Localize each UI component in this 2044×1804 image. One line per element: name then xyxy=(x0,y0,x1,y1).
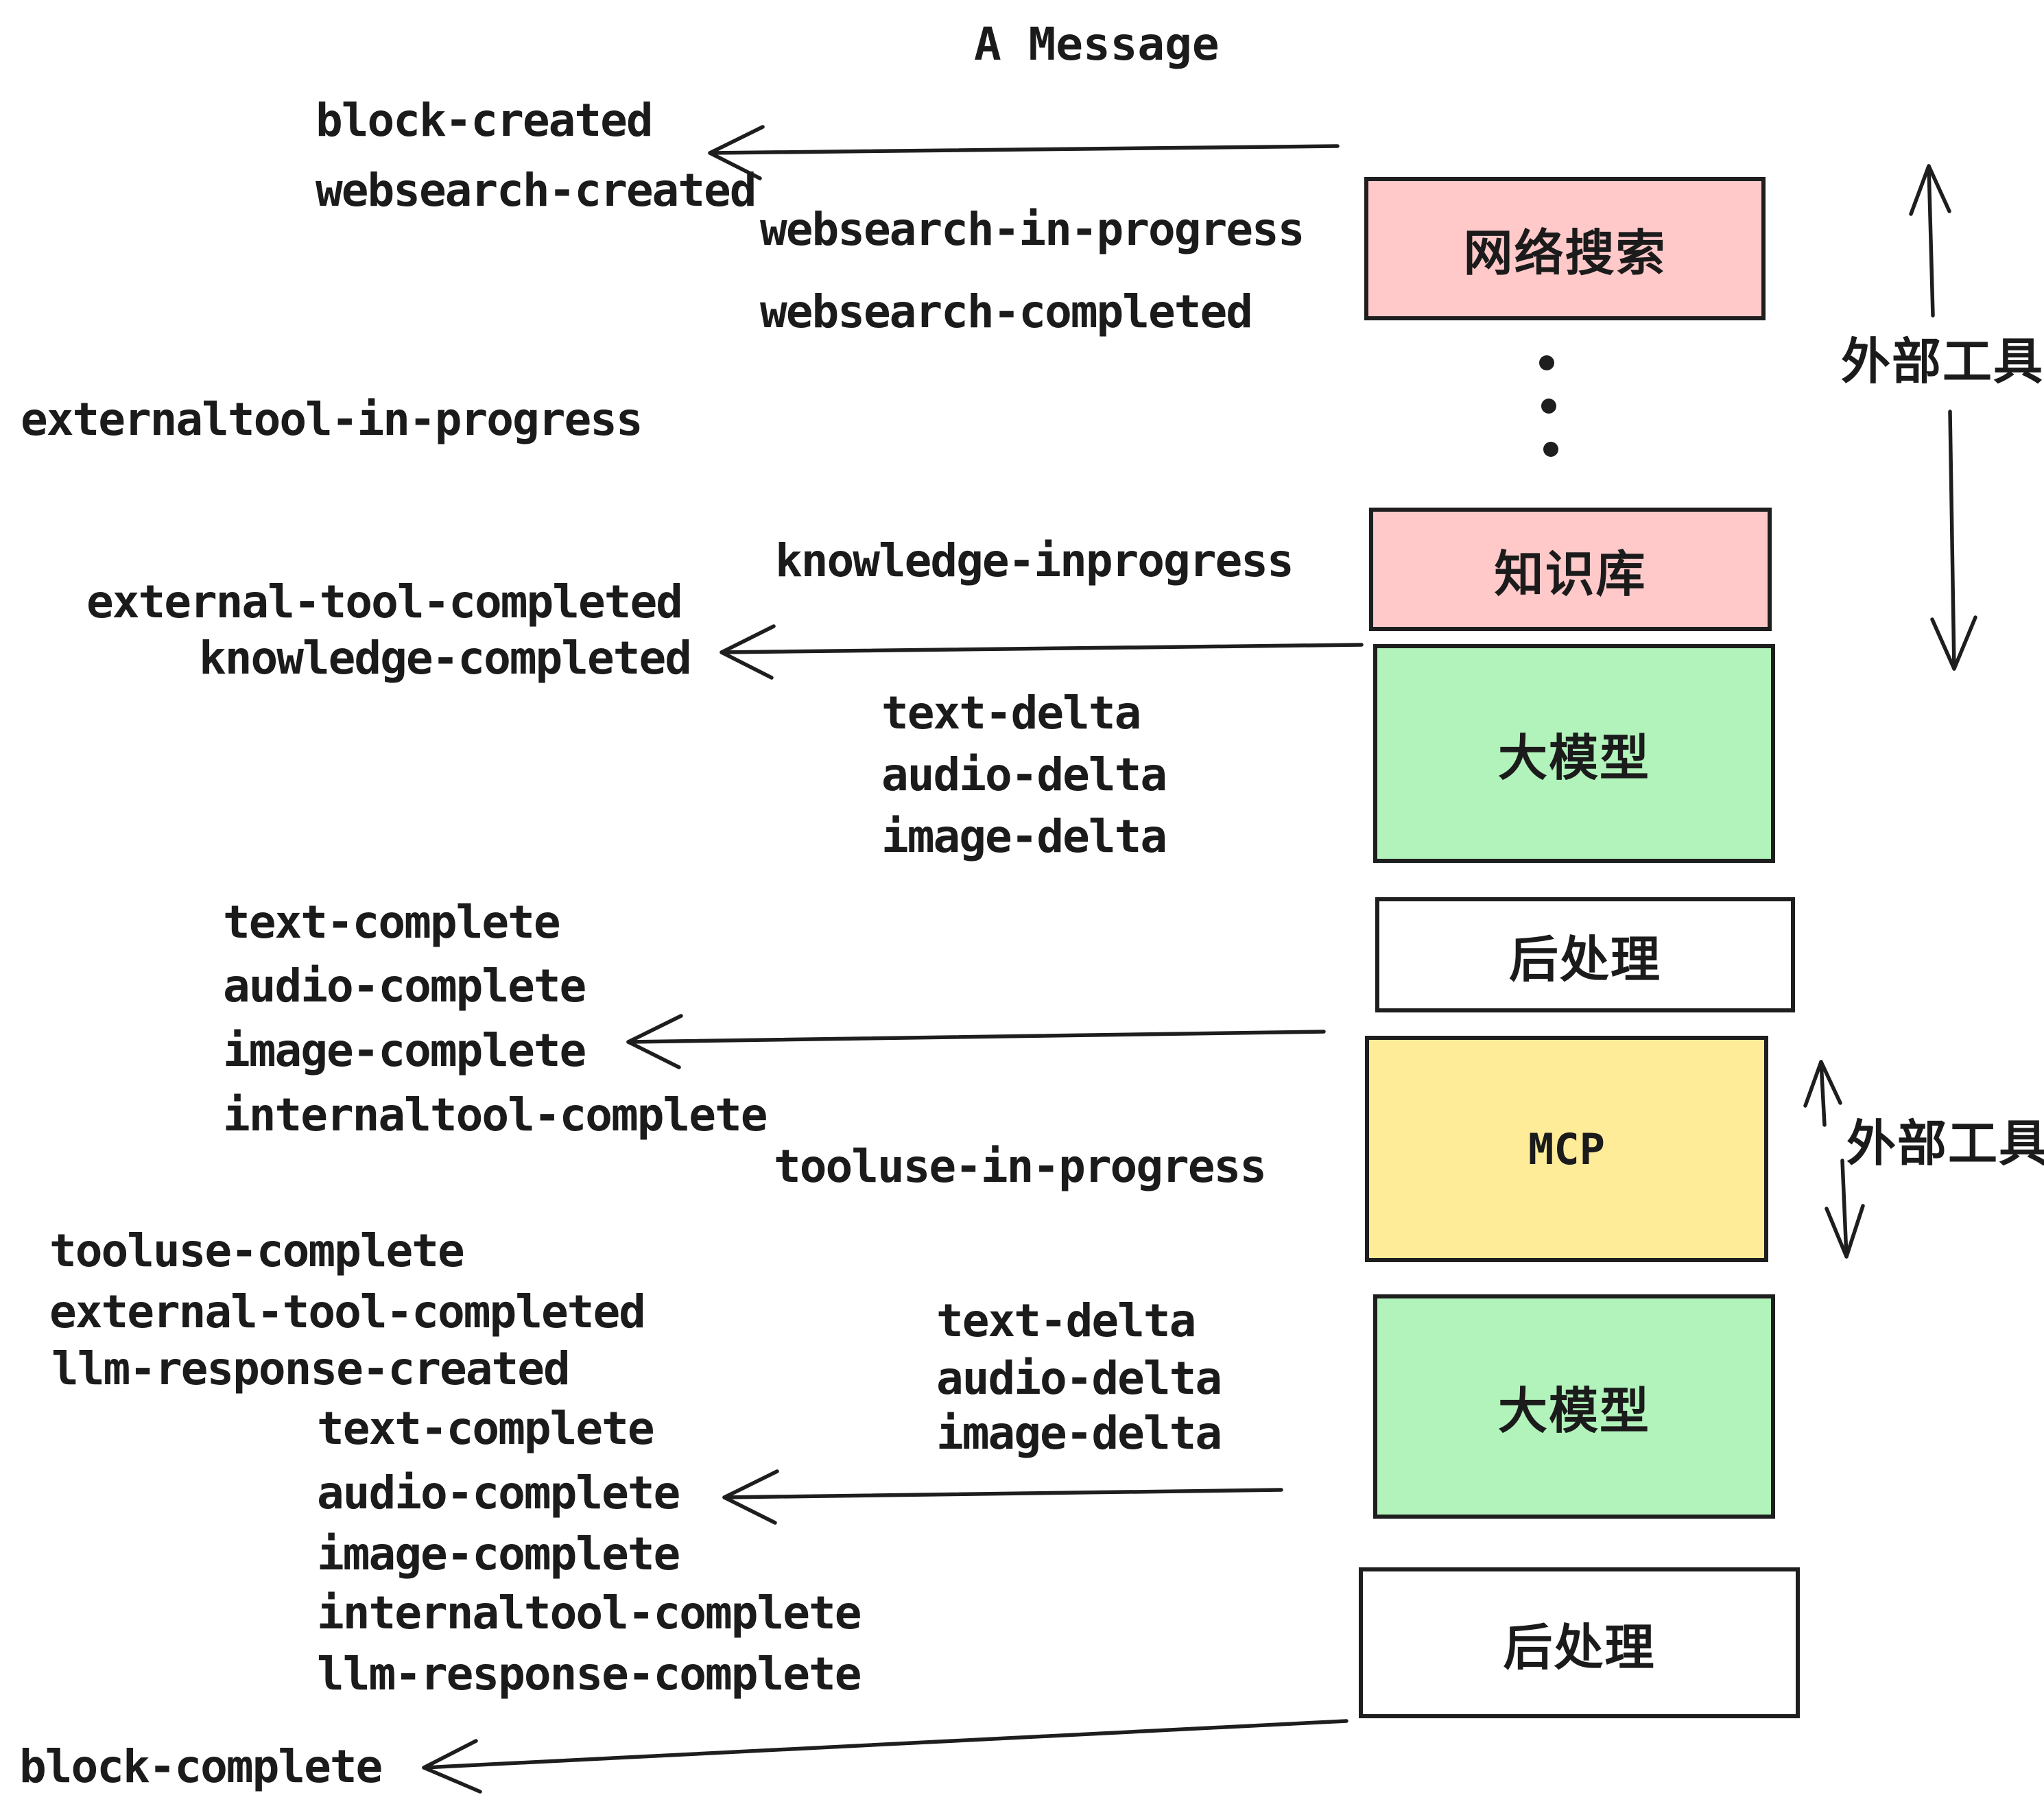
event-label-websearch-completed: websearch-completed xyxy=(760,285,1253,338)
arrow-audio-complete xyxy=(722,1469,1283,1525)
node-postprocess-1-label: 后处理 xyxy=(1508,932,1661,988)
event-label-internaltool-complete-1: internaltool-complete xyxy=(223,1089,768,1141)
node-postprocess-1: 后处理 xyxy=(1375,897,1795,1012)
node-knowledge: 知识库 xyxy=(1369,508,1772,631)
event-label-knowledge-inprogress: knowledge-inprogress xyxy=(775,534,1294,587)
event-label-websearch-in-progress: websearch-in-progress xyxy=(760,203,1305,256)
event-label-internaltool-complete-2: internaltool-complete xyxy=(317,1587,861,1639)
node-mcp-label: MCP xyxy=(1528,1124,1605,1174)
arrow-block-complete xyxy=(422,1719,1348,1794)
arrow-image-complete xyxy=(626,1014,1326,1069)
arrow-websearch-created xyxy=(708,125,1340,180)
node-postprocess-2: 后处理 xyxy=(1359,1567,1800,1718)
node-llm-2: 大模型 xyxy=(1373,1294,1775,1519)
arrow-knowledge-completed xyxy=(720,624,1364,680)
ellipsis-icon xyxy=(1539,355,1558,457)
event-label-image-complete-2: image-complete xyxy=(317,1528,680,1580)
node-websearch: 网络搜索 xyxy=(1364,177,1766,320)
event-label-external-tool-completed-1: external-tool-completed xyxy=(86,575,683,628)
event-label-image-complete-1: image-complete xyxy=(223,1024,586,1077)
event-label-knowledge-completed: knowledge-completed xyxy=(199,632,692,685)
event-label-audio-delta-1: audio-delta xyxy=(881,748,1167,801)
event-label-audio-delta-2: audio-delta xyxy=(936,1352,1222,1405)
node-postprocess-2-label: 后处理 xyxy=(1503,1620,1656,1676)
side-label-external-tools-1: 外部工具 xyxy=(1841,335,2044,390)
event-label-image-delta-2: image-delta xyxy=(936,1407,1222,1460)
event-label-llm-response-complete: llm-response-complete xyxy=(317,1648,861,1700)
external-tools-bracket-top xyxy=(1909,164,1977,671)
event-label-text-delta-2: text-delta xyxy=(936,1294,1196,1347)
event-label-block-complete: block-complete xyxy=(19,1740,383,1793)
event-label-text-delta-1: text-delta xyxy=(881,687,1141,739)
node-llm-1: 大模型 xyxy=(1373,644,1775,863)
event-label-audio-complete-2: audio-complete xyxy=(317,1467,680,1519)
side-label-external-tools-2: 外部工具 xyxy=(1846,1117,2044,1172)
diagram-title: A Message xyxy=(974,18,1220,71)
event-label-tooluse-complete: tooluse-complete xyxy=(49,1224,465,1277)
event-label-external-tool-completed-2: external-tool-completed xyxy=(49,1285,646,1338)
event-label-block-created: block-created xyxy=(316,94,654,147)
node-mcp: MCP xyxy=(1365,1036,1768,1262)
event-label-image-delta-1: image-delta xyxy=(881,810,1167,863)
event-label-text-complete-1: text-complete xyxy=(223,896,561,949)
node-websearch-label: 网络搜索 xyxy=(1463,226,1667,281)
event-label-tooluse-in-progress: tooluse-in-progress xyxy=(774,1140,1267,1193)
event-label-llm-response-created: llm-response-created xyxy=(51,1342,571,1395)
node-llm-2-label: 大模型 xyxy=(1497,1384,1650,1439)
event-label-externaltool-in-progress: externaltool-in-progress xyxy=(21,393,643,446)
node-knowledge-label: 知识库 xyxy=(1494,547,1647,602)
event-label-audio-complete-1: audio-complete xyxy=(223,960,586,1012)
event-label-text-complete-2: text-complete xyxy=(317,1402,655,1455)
node-llm-1-label: 大模型 xyxy=(1497,731,1650,786)
event-label-websearch-created: websearch-created xyxy=(316,164,757,217)
